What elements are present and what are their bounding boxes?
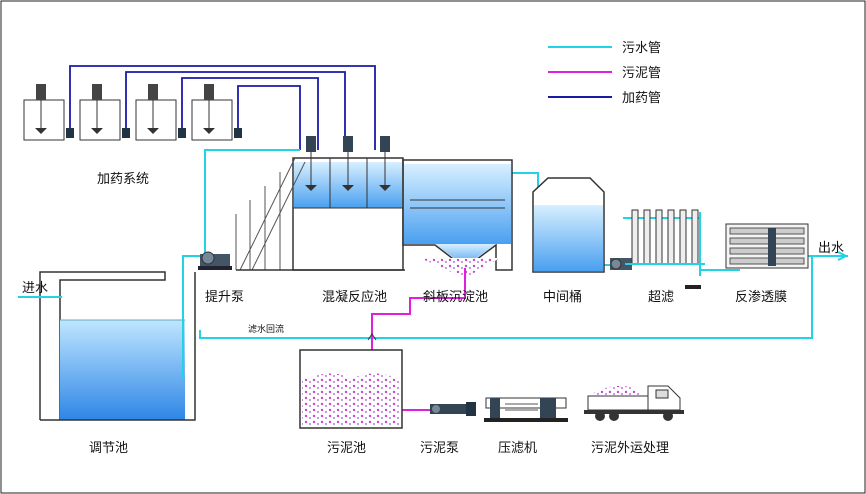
lift-pump bbox=[198, 251, 232, 270]
settling-tank bbox=[402, 159, 513, 278]
legend-label-wastewater: 污水管 bbox=[622, 41, 661, 56]
dosing-tank-2 bbox=[79, 84, 121, 141]
legend: 污水管 污泥管 加药管 bbox=[548, 41, 661, 106]
label-ro-membrane: 反渗透膜 bbox=[735, 290, 787, 305]
label-middle-tank: 中间桶 bbox=[543, 290, 582, 305]
label-sludge-transport: 污泥外运处理 bbox=[591, 441, 669, 456]
outlet-arrow bbox=[837, 251, 849, 261]
dosing-tank-3 bbox=[135, 84, 177, 141]
dosing-tank-1 bbox=[23, 84, 65, 141]
label-lift-pump: 提升泵 bbox=[205, 289, 244, 305]
ro-membrane-unit bbox=[725, 223, 809, 269]
sludge-truck bbox=[584, 385, 684, 421]
legend-label-dosing: 加药管 bbox=[622, 91, 661, 106]
sludge-tank bbox=[299, 349, 403, 429]
label-equalization-tank: 调节池 bbox=[89, 441, 128, 456]
label-inlet: 进水 bbox=[22, 281, 48, 296]
coagulation-tank bbox=[235, 136, 405, 271]
dosing-tank-4 bbox=[191, 84, 233, 141]
label-settling-tank: 斜板沉淀池 bbox=[423, 290, 488, 305]
label-sludge-pump: 污泥泵 bbox=[420, 441, 459, 456]
label-dosing-system: 加药系统 bbox=[97, 172, 149, 187]
label-filter-press: 压滤机 bbox=[498, 441, 537, 456]
legend-label-sludge: 污泥管 bbox=[622, 66, 661, 81]
label-ultrafiltration: 超滤 bbox=[648, 290, 674, 305]
filter-press bbox=[484, 397, 568, 422]
dosing-pump-4 bbox=[234, 128, 242, 138]
sludge-pump bbox=[430, 402, 476, 416]
dosing-pipes bbox=[69, 65, 376, 150]
label-return-water: 滤水回流 bbox=[248, 323, 284, 335]
transfer-pump bbox=[610, 258, 632, 270]
label-sludge-tank: 污泥池 bbox=[327, 441, 366, 456]
middle-tank bbox=[532, 177, 605, 273]
wastewater-pipes bbox=[182, 149, 848, 380]
dosing-tanks bbox=[23, 84, 242, 141]
dosing-pump-2 bbox=[122, 128, 130, 138]
equalization-tank bbox=[39, 271, 196, 421]
sludge-arrow bbox=[367, 333, 377, 341]
ultrafiltration-unit bbox=[625, 209, 705, 289]
sludge-pipes bbox=[371, 268, 466, 411]
label-coagulation-tank: 混凝反应池 bbox=[322, 289, 387, 305]
dosing-pump-1 bbox=[66, 128, 74, 138]
dosing-pump-3 bbox=[178, 128, 186, 138]
label-outlet: 出水 bbox=[818, 241, 844, 256]
